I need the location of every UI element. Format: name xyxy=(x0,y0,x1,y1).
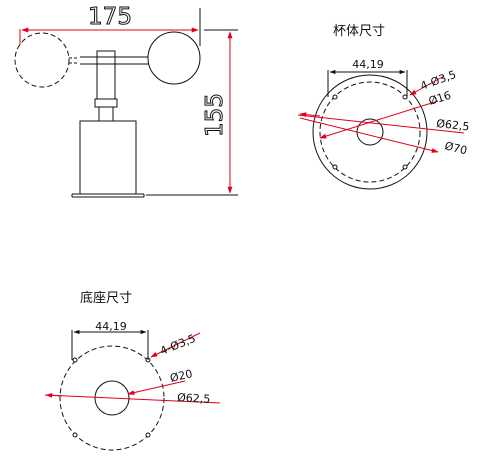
base-dimension-lines xyxy=(44,332,221,404)
cup-body-hole xyxy=(402,94,408,100)
right-cup xyxy=(147,31,201,85)
base-pitch-circle-label: Ø62,5 xyxy=(177,391,211,406)
base-dimensions: 底座尺寸 44,19 4-Ø3,5 Ø20 Ø62,5 xyxy=(44,290,221,451)
cup-arm xyxy=(80,50,150,100)
left-cup-dashed xyxy=(14,32,70,88)
base-hole xyxy=(145,432,151,438)
base-inner-circle xyxy=(94,380,130,416)
cup-body-pitch-circle xyxy=(319,81,421,183)
width-dimension-value: 175 xyxy=(88,4,132,30)
base-hole xyxy=(72,357,78,363)
cup-body-dimensions: 杯体尺寸 44,19 4-Ø3,5 Ø16 Ø62,5 Ø70 xyxy=(297,24,470,190)
cup-body-holes xyxy=(332,94,408,170)
base-pitch-circle xyxy=(59,345,165,451)
base-holes xyxy=(72,357,151,438)
base-holes-label: 4-Ø3,5 xyxy=(158,332,197,358)
base-hole-spacing: 44,19 xyxy=(95,320,127,333)
cup-body-hole-spacing: 44,19 xyxy=(352,58,384,71)
base-inner-diameter-label: Ø20 xyxy=(169,367,194,385)
base-title: 底座尺寸 xyxy=(80,290,132,306)
cup-body-outer-circle xyxy=(312,74,428,190)
cup-body-holes-label: 4-Ø3,5 xyxy=(419,68,458,93)
cup-body-hole xyxy=(332,164,338,170)
cup-body-dimension-lines xyxy=(297,75,465,153)
cup-body-pitch-circle-label: Ø62,5 xyxy=(436,117,470,133)
sensor-shaft xyxy=(94,98,118,122)
height-dimension: 155 xyxy=(146,29,238,196)
cup-body-outer-diameter-label: Ø70 xyxy=(443,139,468,157)
cup-body-hole xyxy=(332,94,338,100)
cup-body-inner-diameter-label: Ø16 xyxy=(427,89,452,108)
sensor-body xyxy=(71,120,145,198)
sensor-side-view: 175 xyxy=(14,4,238,198)
base-hole xyxy=(72,432,78,438)
height-dimension-value: 155 xyxy=(202,93,228,137)
width-dimension: 175 xyxy=(19,4,201,46)
cup-body-hole xyxy=(402,164,408,170)
cup-body-title: 杯体尺寸 xyxy=(333,24,385,39)
